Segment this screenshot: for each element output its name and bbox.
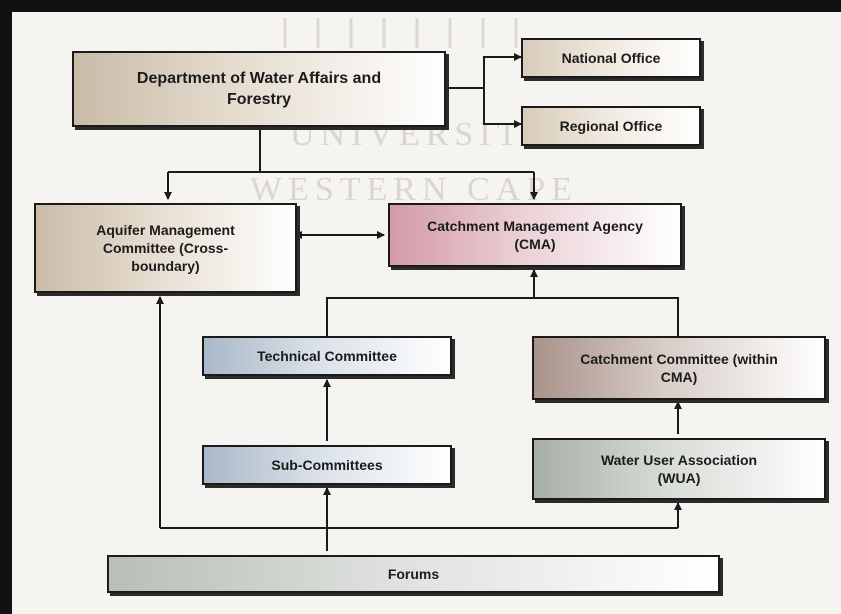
arrow-to-national-office xyxy=(483,53,522,88)
regional-office-box: Regional Office xyxy=(521,106,701,146)
catchment-committee-box: Catchment Committee (within CMA) xyxy=(532,336,826,400)
catchment-committee-label: Catchment Committee (within CMA) xyxy=(580,351,778,385)
wua-label: Water User Association (WUA) xyxy=(600,452,758,486)
technical-committee-box: Technical Committee xyxy=(202,336,452,376)
sub-committees-box: Sub-Committees xyxy=(202,445,452,485)
aquifer-committee-box: Aquifer Management Committee (Cross-boun… xyxy=(34,203,297,293)
aquifer-committee-label: Aquifer Management Committee (Cross-boun… xyxy=(96,222,235,274)
dwaf-box: Department of Water Affairs and Forestry xyxy=(72,51,446,127)
connector-technical-up xyxy=(326,297,679,336)
technical-committee-label: Technical Committee xyxy=(257,348,397,364)
cma-box: Catchment Management Agency (CMA) xyxy=(388,203,682,267)
wua-box: Water User Association (WUA) xyxy=(532,438,826,500)
national-office-box: National Office xyxy=(521,38,701,78)
forums-box: Forums xyxy=(107,555,720,593)
arrow-to-aquifer xyxy=(168,171,534,199)
dwaf-label: Department of Water Affairs and Forestry xyxy=(136,70,382,108)
national-office-label: National Office xyxy=(561,50,661,66)
arrow-to-regional-office xyxy=(483,88,522,128)
sub-committees-label: Sub-Committees xyxy=(271,457,383,473)
forums-label: Forums xyxy=(387,566,440,582)
regional-office-label: Regional Office xyxy=(559,118,663,134)
cma-label: Catchment Management Agency (CMA) xyxy=(427,218,643,252)
